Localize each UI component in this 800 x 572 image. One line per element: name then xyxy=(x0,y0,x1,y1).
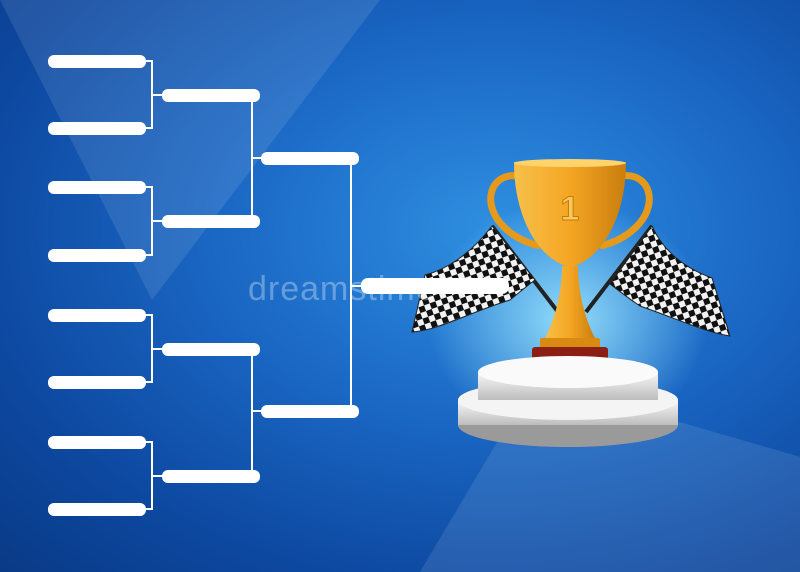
trophy-place-number: 1 xyxy=(561,190,580,228)
round-2 xyxy=(162,89,260,483)
bracket-connector xyxy=(350,157,362,412)
bracket-connector xyxy=(146,314,163,383)
round-3 xyxy=(261,152,359,418)
bracket-connector xyxy=(146,186,163,256)
podium-icon xyxy=(458,356,678,447)
bracket-slot[interactable] xyxy=(48,55,146,68)
connectors-round-2 xyxy=(251,94,262,477)
bracket-connector xyxy=(251,348,262,477)
checkered-flag-icon xyxy=(584,224,731,337)
bracket-final-slot[interactable] xyxy=(361,278,509,294)
bracket-slot[interactable] xyxy=(48,436,146,449)
bracket-slot[interactable] xyxy=(48,503,146,516)
bracket-slot[interactable] xyxy=(48,181,146,194)
connectors-round-1 xyxy=(146,60,163,510)
bracket-connector xyxy=(251,94,262,222)
bracket-slot[interactable] xyxy=(261,152,359,165)
bracket-slot[interactable] xyxy=(48,376,146,389)
bracket-slot[interactable] xyxy=(162,89,260,102)
bracket-slot[interactable] xyxy=(48,309,146,322)
bracket-slot[interactable] xyxy=(162,343,260,356)
round-1 xyxy=(48,55,146,516)
bracket-slot[interactable] xyxy=(48,249,146,262)
bracket-connector xyxy=(146,441,163,510)
bracket-connector xyxy=(146,60,163,129)
watermark-text: dreamstime xyxy=(248,270,436,308)
bracket-slot[interactable] xyxy=(261,405,359,418)
bracket-slot[interactable] xyxy=(162,215,260,228)
bracket-slot[interactable] xyxy=(162,470,260,483)
bracket-slot[interactable] xyxy=(48,122,146,135)
